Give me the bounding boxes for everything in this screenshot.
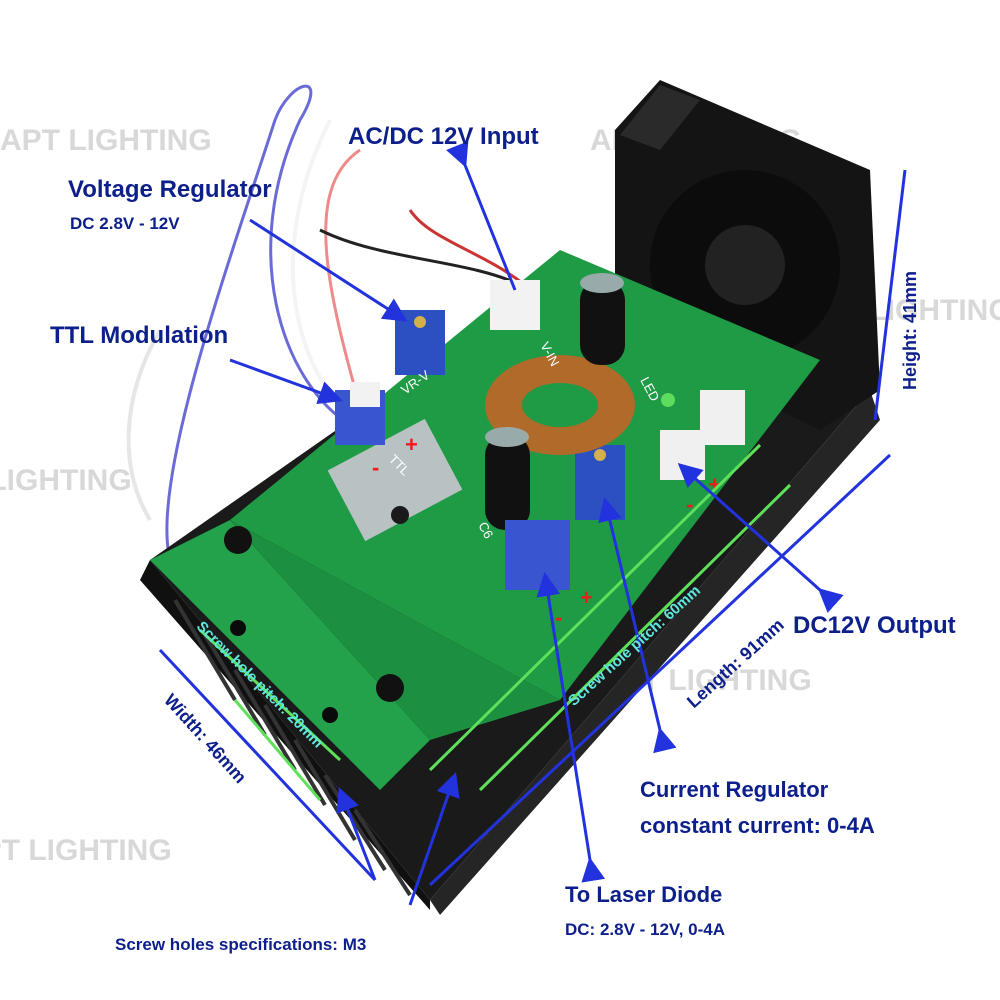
voltage-range-label: DC 2.8V - 12V — [70, 214, 180, 233]
capacitor-large — [580, 280, 625, 365]
laser-diode-connector — [505, 520, 570, 590]
ac-input-label: AC/DC 12V Input — [348, 123, 539, 150]
callout-arrows — [229, 141, 844, 906]
svg-text:+: + — [580, 585, 593, 610]
watermark-text: APT LIGHTING — [0, 834, 172, 867]
svg-text:+: + — [405, 432, 418, 457]
screw-spec-label: Screw holes specifications: M3 — [115, 935, 367, 954]
constant-current-label: constant current: 0-4A — [640, 813, 875, 838]
watermark-text: APT LIGHTING — [0, 124, 212, 157]
ttl-modulation-label: TTL Modulation — [50, 322, 229, 349]
silk-c6: C6 — [475, 519, 496, 541]
fan-connector — [700, 390, 745, 445]
laser-diode-spec-label: DC: 2.8V - 12V, 0-4A — [565, 920, 725, 939]
to-laser-diode-label: To Laser Diode — [565, 882, 723, 907]
svg-text:-: - — [555, 605, 562, 630]
capacitor-small — [485, 435, 530, 530]
current-regulator-label: Current Regulator — [640, 777, 829, 802]
height-dimension-label: Height: 41mm — [900, 270, 920, 390]
output-connector — [660, 430, 705, 480]
watermark-text: APT LIGHTING — [0, 464, 132, 497]
svg-text:-: - — [372, 455, 379, 480]
dc12v-output-label: DC12V Output — [793, 612, 956, 639]
voltage-regulator-label: Voltage Regulator — [68, 176, 272, 203]
